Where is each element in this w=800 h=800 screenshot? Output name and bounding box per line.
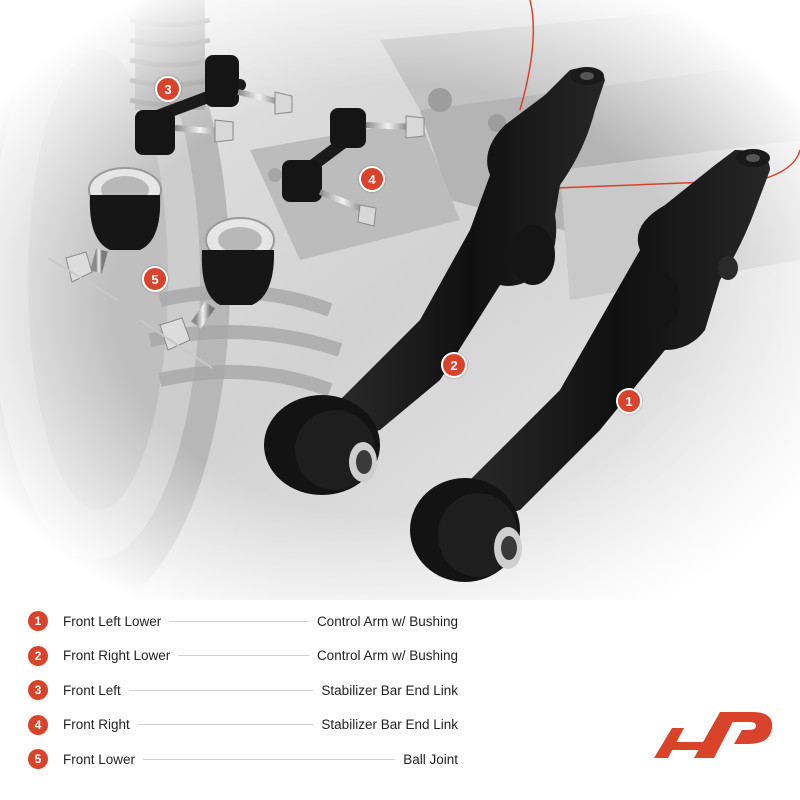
legend-position: Front Left xyxy=(63,682,121,698)
legend-position: Front Right Lower xyxy=(63,648,171,664)
legend-part-name: Ball Joint xyxy=(403,751,458,767)
end-link-front-left xyxy=(135,55,293,155)
leader-line xyxy=(143,758,396,760)
marker-3: 3 xyxy=(155,76,181,102)
ball-joint-right xyxy=(139,217,275,369)
marker-5: 5 xyxy=(142,266,168,292)
end-link-front-right xyxy=(282,108,425,227)
legend-number-badge: 2 xyxy=(28,645,48,666)
legend-number-badge: 1 xyxy=(28,611,48,632)
parts-legend: 1 Front Left Lower Control Arm w/ Bushin… xyxy=(28,604,458,777)
leader-line xyxy=(169,620,309,622)
legend-row: 4 Front Right Stabilizer Bar End Link xyxy=(28,708,458,743)
legend-position: Front Lower xyxy=(63,751,136,767)
legend-row: 3 Front Left Stabilizer Bar End Link xyxy=(28,673,458,708)
a-premium-logo-icon xyxy=(654,712,773,758)
legend-part-name: Control Arm w/ Bushing xyxy=(316,613,458,629)
marker-4: 4 xyxy=(359,166,385,192)
leader-line xyxy=(137,724,314,726)
legend-row: 1 Front Left Lower Control Arm w/ Bushin… xyxy=(28,604,458,639)
legend-number-badge: 5 xyxy=(28,749,48,770)
ball-joint-left xyxy=(47,167,162,301)
legend-part-name: Stabilizer Bar End Link xyxy=(321,682,458,698)
leader-line xyxy=(128,689,314,691)
legend-number-badge: 4 xyxy=(28,714,48,735)
ball-joint-pair xyxy=(47,167,275,369)
legend-row: 2 Front Right Lower Control Arm w/ Bushi… xyxy=(28,639,458,674)
control-arm-front-right xyxy=(264,67,605,495)
leader-line xyxy=(178,655,309,657)
product-scene xyxy=(0,0,800,600)
legend-part-name: Stabilizer Bar End Link xyxy=(321,717,458,733)
legend-position: Front Left Lower xyxy=(63,613,162,629)
marker-2: 2 xyxy=(441,352,467,378)
legend-position: Front Right xyxy=(63,717,130,733)
legend-row: 5 Front Lower Ball Joint xyxy=(28,742,458,777)
legend-part-name: Control Arm w/ Bushing xyxy=(316,648,458,664)
control-arm-front-left xyxy=(410,149,770,582)
legend-number-badge: 3 xyxy=(28,680,48,701)
marker-1: 1 xyxy=(616,388,642,414)
